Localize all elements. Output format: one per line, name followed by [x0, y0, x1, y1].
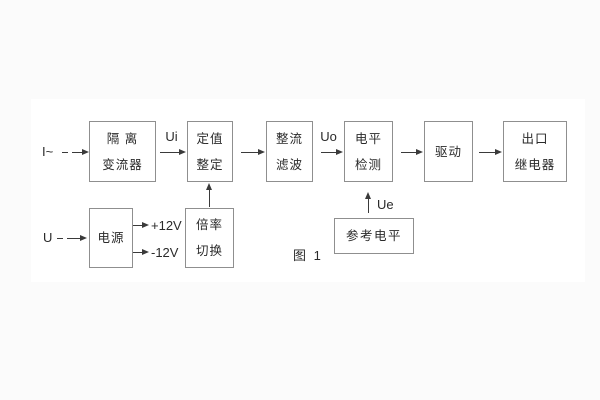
block-rectifier-line2: 滤波 [275, 157, 303, 172]
signal-uo-label: Uo [320, 129, 337, 144]
block-ratio-line2: 切换 [195, 244, 223, 258]
arrow-voltage-to-power [67, 235, 87, 241]
arrow-power-plus12v [133, 222, 149, 228]
block-level-line2: 检测 [354, 157, 382, 172]
block-isolation-transformer: 隔 离 变流器 [89, 121, 156, 182]
block-drive-line1: 驱动 [434, 144, 462, 159]
block-setpoint-setting: 定值 整定 [187, 121, 233, 182]
block-setting-line1: 定值 [196, 131, 224, 146]
input-voltage-dash [57, 238, 63, 239]
block-isolation-line1: 隔 离 [106, 131, 139, 146]
block-power-supply: 电源 [89, 208, 133, 268]
arrow-rectifier-to-level [321, 149, 343, 155]
block-power-line1: 电源 [97, 231, 125, 245]
arrow-level-to-drive [401, 149, 423, 155]
block-ratio-switch: 倍率 切换 [185, 208, 234, 268]
block-level-line1: 电平 [354, 131, 382, 146]
block-reference-level: 参考电平 [334, 218, 414, 254]
signal-ue-label: Ue [377, 197, 394, 212]
input-current-dash [62, 152, 68, 153]
block-level-detection: 电平 检测 [344, 121, 393, 182]
block-reference-line1: 参考电平 [345, 229, 402, 243]
minus-12v-label: -12V [151, 245, 179, 260]
figure-caption: 图 1 [293, 248, 323, 263]
arrow-drive-to-relay [479, 149, 502, 155]
arrow-reference-ue-to-level [365, 192, 371, 213]
input-current-label: I~ [42, 144, 54, 159]
arrow-current-to-isolation [72, 149, 89, 155]
input-voltage-label: U [43, 230, 53, 245]
arrow-setting-to-rectifier [241, 149, 265, 155]
arrow-isolation-to-setting [160, 149, 186, 155]
block-isolation-line2: 变流器 [102, 157, 143, 172]
block-setting-line2: 整定 [196, 157, 224, 172]
block-drive: 驱动 [424, 121, 473, 182]
block-output-relay: 出口 继电器 [503, 121, 567, 182]
block-rectifier-line1: 整流 [275, 131, 303, 146]
block-rectify-filter: 整流 滤波 [266, 121, 313, 182]
block-ratio-line1: 倍率 [195, 218, 223, 232]
block-relay-line2: 继电器 [514, 157, 556, 172]
arrow-ratio-to-setting [206, 183, 212, 207]
arrow-power-minus12v [133, 249, 149, 255]
plus-12v-label: +12V [151, 218, 182, 233]
signal-ui-label: Ui [165, 129, 178, 144]
block-relay-line1: 出口 [521, 131, 549, 146]
